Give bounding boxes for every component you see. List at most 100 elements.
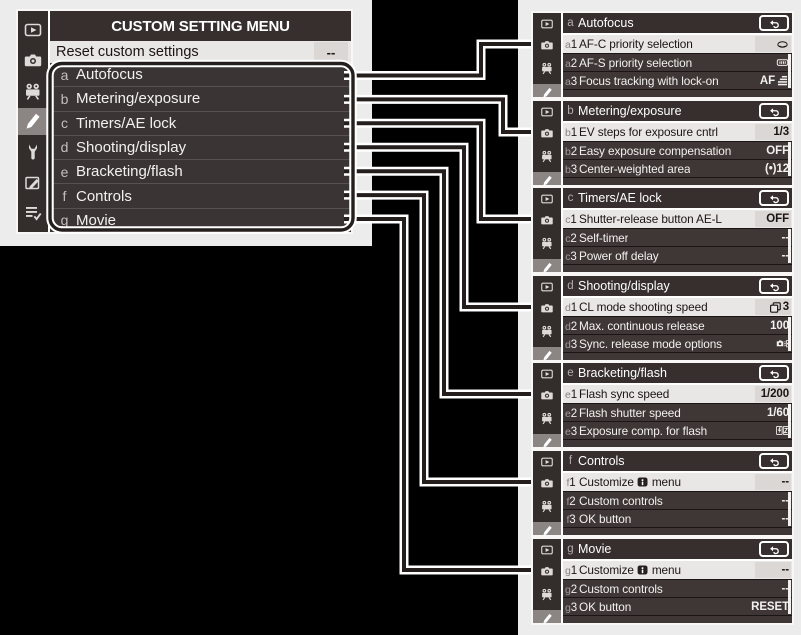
row-prefix: d1 [564, 302, 578, 314]
row-prefix: b1 [564, 127, 578, 139]
next-row-sliver [563, 89, 792, 97]
value-cell [755, 386, 791, 402]
playback-icon [533, 367, 561, 381]
reset-value: -- [314, 42, 348, 62]
playback-icon [533, 17, 561, 31]
i-button-icon [637, 564, 649, 576]
movie-camera-icon [23, 81, 43, 101]
panel-group-letter: b [567, 105, 574, 117]
return-icon [768, 455, 781, 468]
panel-title: Bracketing/flash [578, 366, 667, 380]
row-label: Center-weighted area [579, 161, 691, 176]
return-icon [768, 192, 781, 205]
row-label: EV steps for exposure cntrl [579, 125, 718, 139]
my-menu-tab[interactable] [18, 200, 48, 227]
scrollbar-thumb[interactable] [788, 142, 791, 176]
row-prefix: a3 [564, 75, 578, 88]
row-prefix: e3 [564, 425, 578, 438]
return-button[interactable] [759, 541, 789, 557]
return-button[interactable] [759, 453, 789, 469]
row-label: OK button [579, 599, 632, 614]
row-label: Exposure comp. for flash [579, 423, 708, 438]
camera-icon [533, 388, 561, 402]
custom-setting-menu-tab[interactable] [18, 107, 48, 135]
setup-menu-tab[interactable] [18, 139, 48, 166]
row-value: 1/200 [760, 388, 789, 400]
return-button[interactable] [759, 365, 789, 381]
return-icon [768, 105, 781, 118]
panel-header: f Controls [563, 451, 792, 473]
panel-header: a Autofocus [563, 13, 792, 35]
value-cell [755, 562, 791, 578]
movie-camera-icon [533, 411, 561, 425]
movie-shooting-menu-tab[interactable] [18, 77, 48, 104]
return-button[interactable] [759, 278, 789, 294]
row-prefix: g1 [564, 565, 578, 577]
wrench-icon [23, 142, 43, 162]
row-value: -- [781, 476, 790, 488]
return-button[interactable] [759, 103, 789, 119]
scrollbar-thumb[interactable] [788, 54, 791, 88]
photo-shooting-menu-tab[interactable] [18, 47, 48, 74]
row-prefix: b3 [564, 163, 578, 176]
release-icon [776, 38, 789, 51]
row-value: -- [781, 582, 790, 595]
panel-tab-sidebar [533, 101, 563, 185]
movie-camera-icon [533, 61, 561, 75]
row-label: Customize [579, 563, 634, 577]
i-button-icon [637, 476, 649, 488]
reset-custom-settings-row[interactable]: Reset custom settings -- [50, 41, 351, 63]
row-value: -- [781, 231, 790, 244]
playback-menu-tab[interactable] [18, 16, 48, 43]
row-label-suffix: menu [651, 475, 681, 489]
scrollbar-thumb[interactable] [788, 492, 791, 526]
panel-tab-sidebar [533, 539, 563, 623]
row-prefix: d3 [564, 338, 578, 351]
row-value [775, 424, 789, 437]
pencil-icon [541, 86, 554, 97]
retouch-menu-tab[interactable] [18, 169, 48, 196]
return-button[interactable] [759, 190, 789, 206]
scrollbar-thumb[interactable] [788, 580, 791, 614]
row-prefix: e2 [564, 407, 578, 420]
scrollbar-thumb[interactable] [788, 317, 791, 351]
scrollbar-thumb[interactable] [788, 229, 791, 263]
row-prefix: f3 [566, 513, 576, 526]
return-icon [768, 367, 781, 380]
next-row-sliver [563, 177, 792, 185]
scrollbar-thumb[interactable] [788, 404, 791, 438]
pencil-icon [541, 524, 554, 535]
panel-tab-sidebar [533, 276, 563, 360]
return-button[interactable] [759, 15, 789, 31]
panel-group-letter: c [567, 192, 574, 204]
panel-title: Autofocus [578, 16, 634, 30]
